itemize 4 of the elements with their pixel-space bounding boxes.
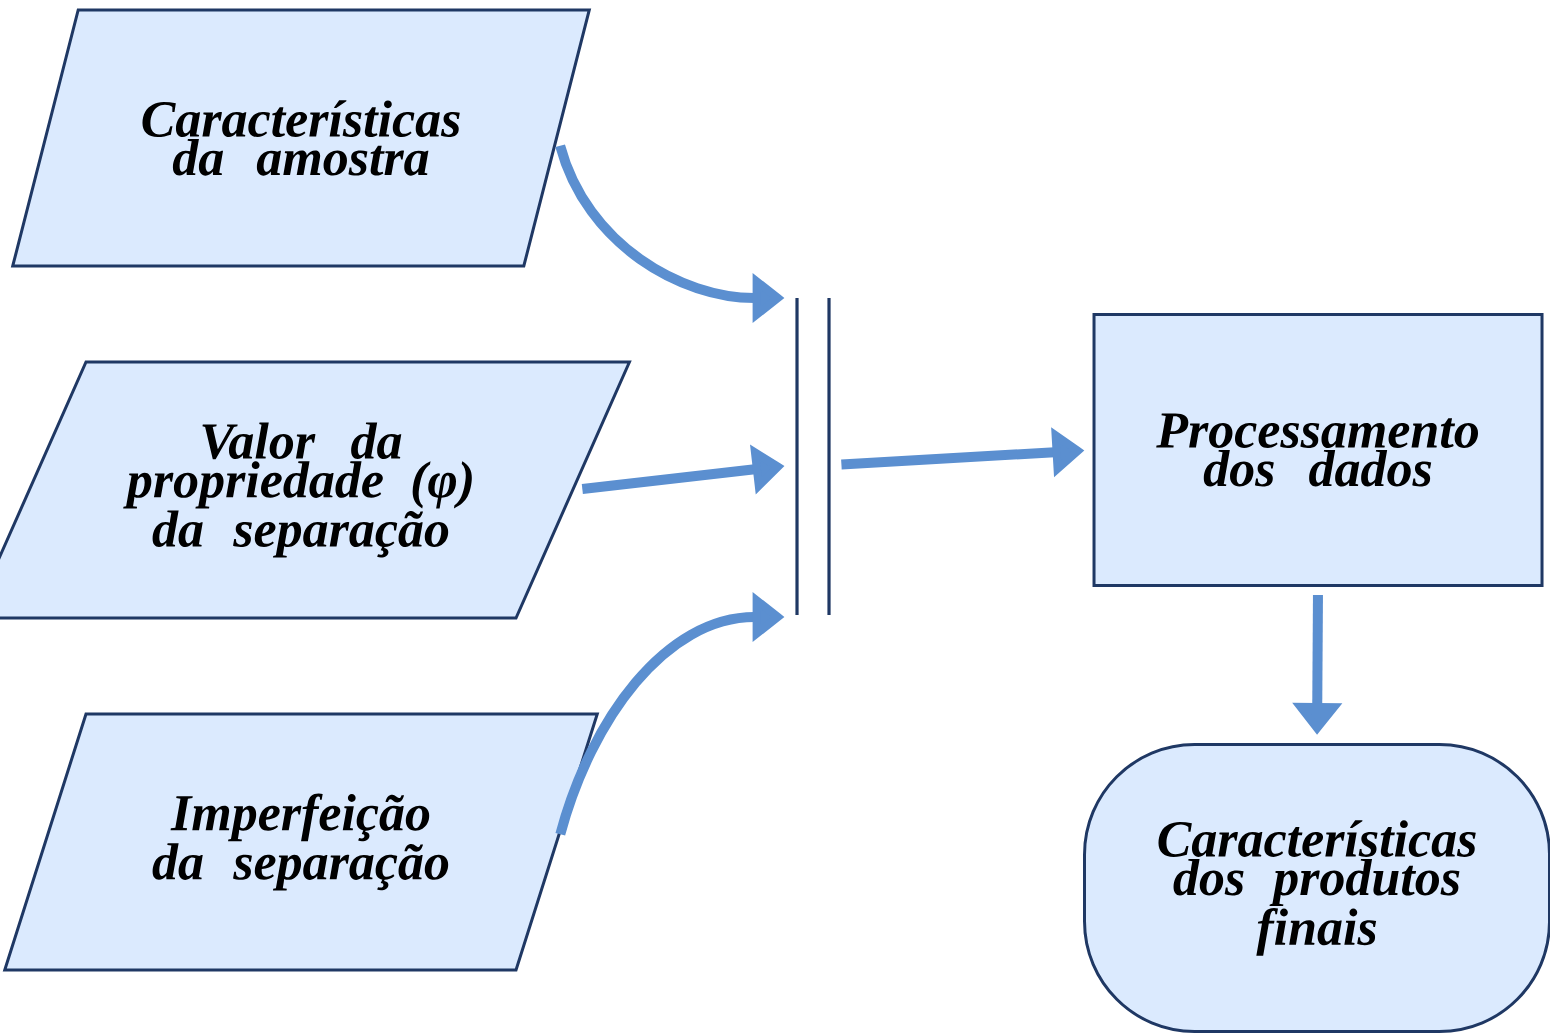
terminal-box: Características dos produtos finais bbox=[1083, 743, 1550, 1033]
process-box: Processamento dos dados bbox=[1092, 313, 1544, 587]
input-parallelogram: Valor da propriedade (φ) da separação bbox=[0, 360, 632, 620]
double-bar bbox=[795, 298, 831, 615]
